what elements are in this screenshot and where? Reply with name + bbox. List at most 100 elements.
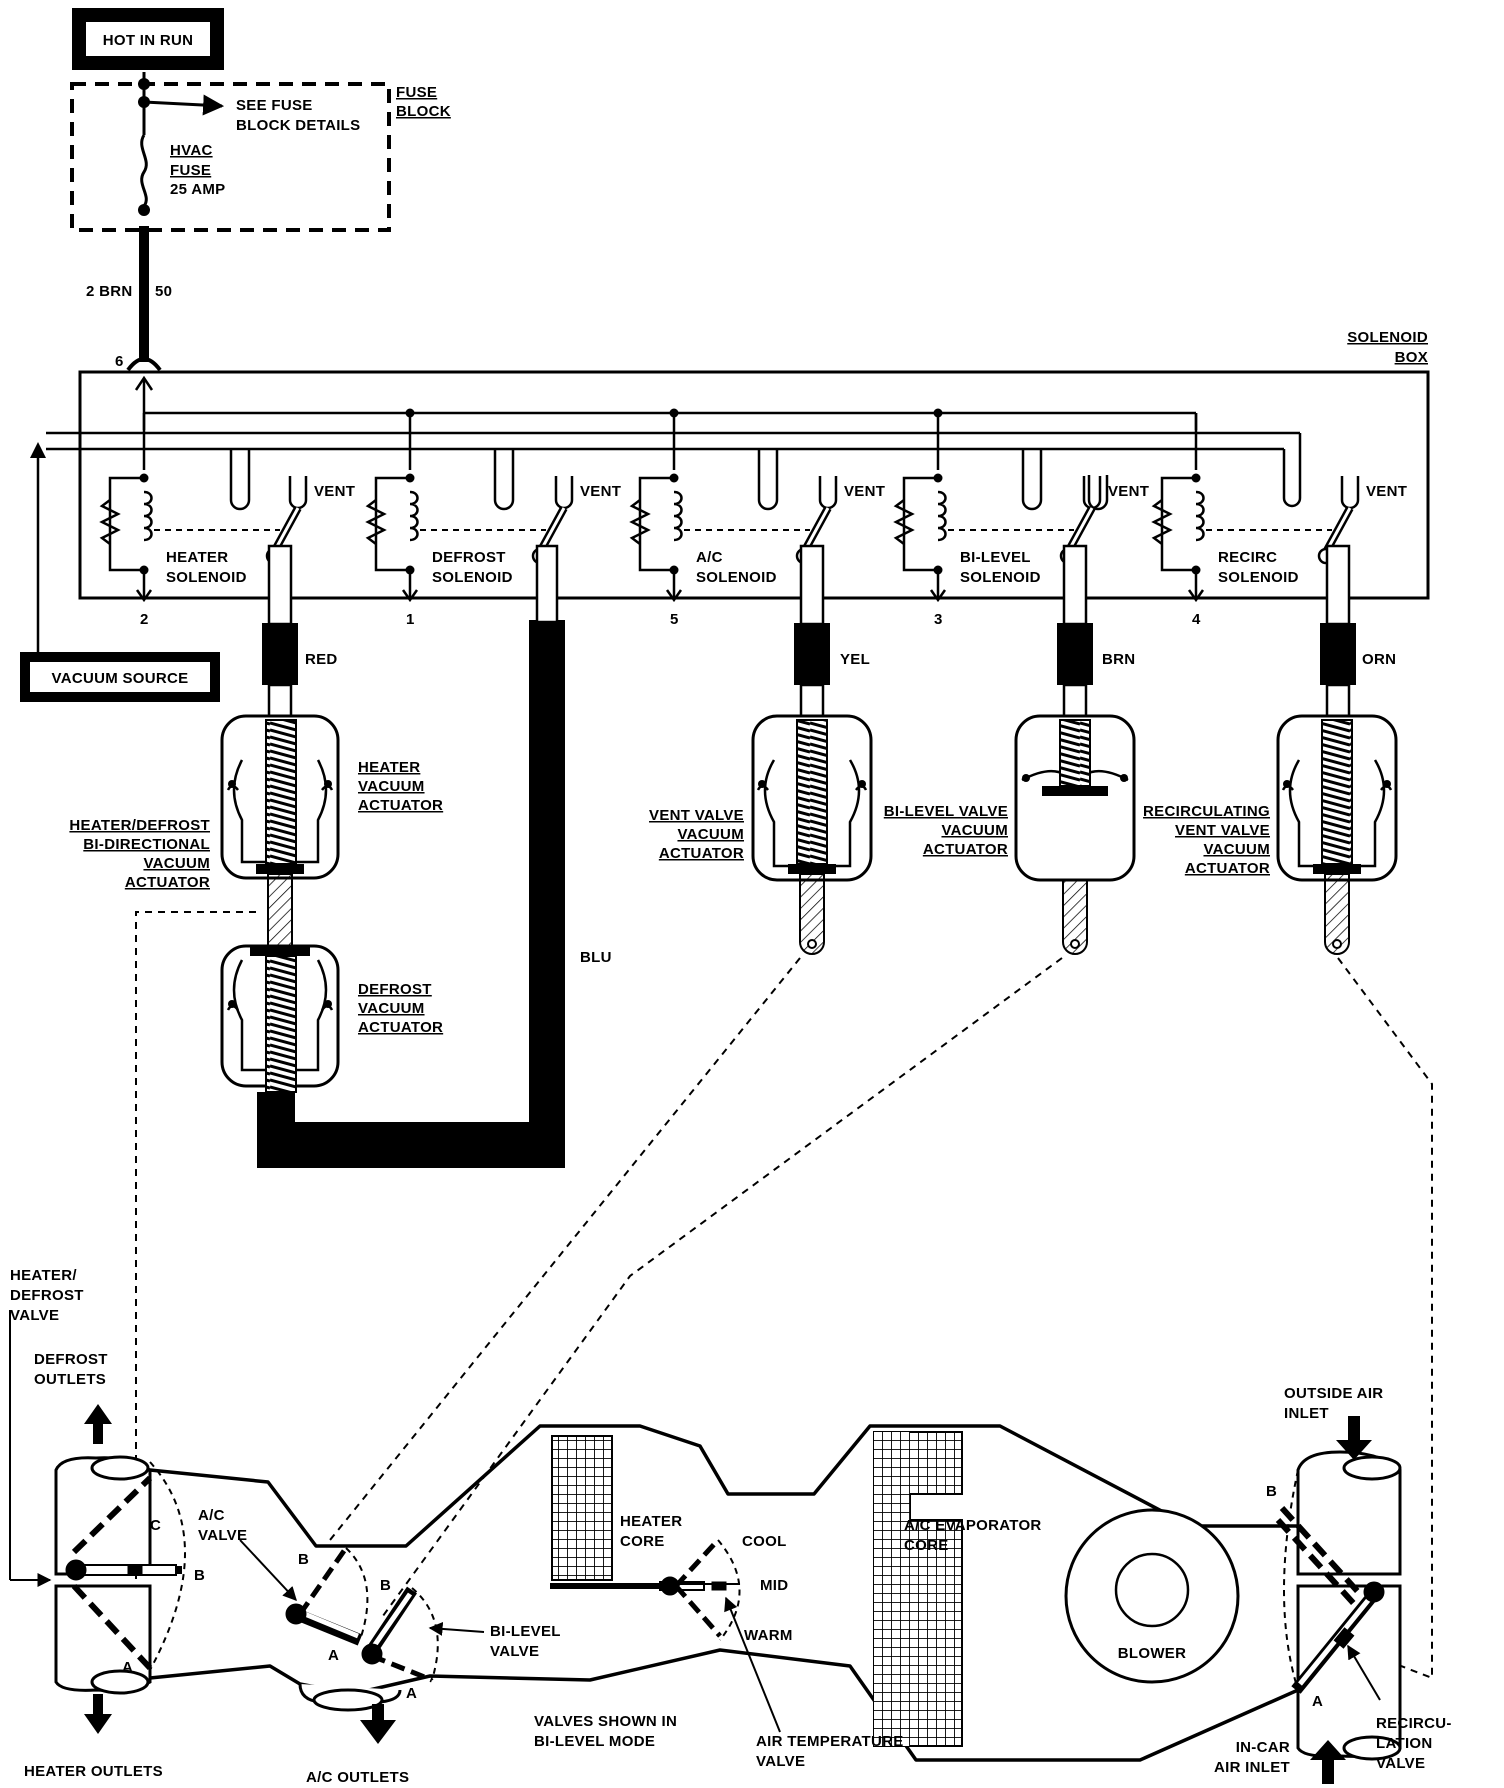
defrost-outlets-2: OUTLETS <box>34 1371 106 1388</box>
vent-label: VENT <box>314 483 355 500</box>
hose-label-red: RED <box>305 651 338 668</box>
bilevel-valve-actuator <box>1014 714 1136 955</box>
bidir-actuator-3: VACUUM <box>143 855 210 872</box>
evaporator-label-2: CORE <box>904 1537 949 1554</box>
hd-valve-label-2: DEFROST <box>10 1287 84 1304</box>
heater-outlets-label: HEATER OUTLETS <box>24 1763 163 1780</box>
incar-air-label-2: AIR INLET <box>1214 1759 1290 1776</box>
resistor-symbol <box>365 499 387 545</box>
bilevel-valve-label-1: BI-LEVEL <box>490 1623 561 1640</box>
solenoid-name-line2: SOLENOID <box>432 569 513 586</box>
valves-note-2: BI-LEVEL MODE <box>534 1733 655 1750</box>
hvac-fuse-3: 25 AMP <box>170 181 225 198</box>
recirculation-valve <box>1275 1469 1385 1694</box>
heater-actuator-1: HEATER <box>358 759 420 776</box>
recirc-valve-label-3: VALVE <box>1376 1755 1425 1772</box>
solenoid-pin: 1 <box>406 611 415 628</box>
ac-pos-b: B <box>298 1551 309 1568</box>
see-fuse-block-2: BLOCK DETAILS <box>236 117 360 134</box>
recirc-actuator-1: RECIRCULATING <box>1143 803 1270 820</box>
heater-core-label-2: CORE <box>620 1533 665 1550</box>
recirc-actuator-2: VENT VALVE <box>1175 822 1270 839</box>
ac-outlet-pipe <box>298 1683 402 1712</box>
hose-label-yel: YEL <box>840 651 870 668</box>
recirc-pos-b: B <box>1266 1483 1277 1500</box>
vent-actuator-2: VACUUM <box>677 826 744 843</box>
solenoid-pin: 2 <box>140 611 149 628</box>
heater-outlet-arrow <box>84 1694 112 1734</box>
vacuum-source-label: VACUUM SOURCE <box>52 670 189 687</box>
blower-label: BLOWER <box>1118 1645 1186 1662</box>
vent-label: VENT <box>580 483 621 500</box>
ac-valve-label-1: A/C <box>198 1507 225 1524</box>
temp-warm-label: WARM <box>744 1627 793 1644</box>
solenoid-name-line1: A/C <box>696 549 723 566</box>
hd-pos-b: B <box>194 1567 205 1584</box>
defrost-actuator-3: ACTUATOR <box>358 1019 443 1036</box>
ac-valve-label-2: VALVE <box>198 1527 247 1544</box>
wire-circuit-label: 50 <box>155 283 172 300</box>
coil-symbol <box>673 490 683 542</box>
hvac-fuse-1: HVAC <box>170 142 213 159</box>
coil-symbol <box>937 490 947 542</box>
solenoid-pin: 3 <box>934 611 943 628</box>
air-temperature-valve <box>550 1538 741 1641</box>
fuse-block-title-2: BLOCK <box>396 103 451 120</box>
solenoid-box <box>78 370 1430 600</box>
solenoid-pin: 4 <box>1192 611 1201 628</box>
bilevel-actuator-3: ACTUATOR <box>923 841 1008 858</box>
hose-label-brn: BRN <box>1102 651 1135 668</box>
recirc-valve-label-1: RECIRCU- <box>1376 1715 1452 1732</box>
solenoid-group: VENTHEATERSOLENOID2VENTDEFROSTSOLENOID1V… <box>99 413 1407 628</box>
heater-actuator-3: ACTUATOR <box>358 797 443 814</box>
hose-stubs <box>262 623 1356 685</box>
evaporator-label-1: A/C EVAPORATOR <box>904 1517 1042 1534</box>
defrost-outlets-1: DEFROST <box>34 1351 108 1368</box>
flow-arrows <box>84 1404 1372 1784</box>
ac-outlets-label: A/C OUTLETS <box>306 1769 409 1786</box>
solenoid-name-line2: SOLENOID <box>166 569 247 586</box>
bilevel-valve <box>361 1586 439 1683</box>
coil-symbol <box>409 490 419 542</box>
bidir-actuator-1: HEATER/DEFROST <box>69 817 210 834</box>
temp-cool-label: COOL <box>742 1533 787 1550</box>
vent-actuator-1: VENT VALVE <box>649 807 744 824</box>
air-temp-valve-2: VALVE <box>756 1753 805 1770</box>
air-temp-valve-1: AIR TEMPERATURE <box>756 1733 904 1750</box>
solenoid-pin: 5 <box>670 611 679 628</box>
ac-pos-a: A <box>328 1647 339 1664</box>
recirc-pipes <box>1296 1450 1402 1761</box>
heater-core-label-1: HEATER <box>620 1513 682 1530</box>
defrost-actuator-1: DEFROST <box>358 981 432 998</box>
solenoid-name-line1: RECIRC <box>1218 549 1277 566</box>
bilevel-pos-a: A <box>406 1685 417 1702</box>
hvac-fuse-2: FUSE <box>170 162 211 179</box>
solenoid-name-line2: SOLENOID <box>1218 569 1299 586</box>
outside-air-arrow <box>1336 1416 1372 1460</box>
hose-label-blu: BLU <box>580 949 612 966</box>
hd-valve-label-1: HEATER/ <box>10 1267 77 1284</box>
bidir-actuator-2: BI-DIRECTIONAL <box>83 836 210 853</box>
vent-label: VENT <box>844 483 885 500</box>
incar-air-arrow <box>1310 1740 1346 1784</box>
input-pin-label: 6 <box>115 353 124 370</box>
valves-note-1: VALVES SHOWN IN <box>534 1713 677 1730</box>
recirc-pos-a: A <box>1312 1693 1323 1710</box>
recirc-actuator-3: VACUUM <box>1203 841 1270 858</box>
recirc-valve-label-2: LATION <box>1376 1735 1433 1752</box>
heater-actuator-2: VACUUM <box>358 778 425 795</box>
manifold-ports <box>229 449 1109 511</box>
heater-core <box>551 1435 613 1581</box>
solenoid-name-line2: SOLENOID <box>960 569 1041 586</box>
wire-color-label: 2 BRN <box>86 283 133 300</box>
outside-air-label-1: OUTSIDE AIR <box>1284 1385 1383 1402</box>
pointer-lines <box>9 1310 1381 1733</box>
coil-symbol <box>1195 490 1205 542</box>
hd-pos-c: C <box>150 1517 161 1534</box>
bilevel-pos-b: B <box>380 1577 391 1594</box>
fuse-block-title-1: FUSE <box>396 84 437 101</box>
